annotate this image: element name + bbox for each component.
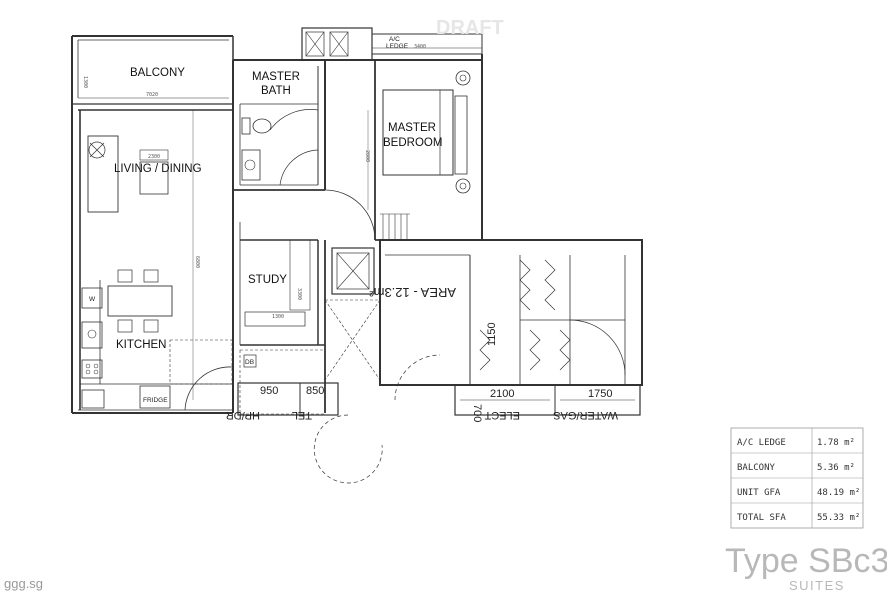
water-dim: 1750: [588, 388, 612, 400]
balcony-depth-dim: 1300: [82, 76, 88, 88]
study-depth-dim: 3300: [296, 288, 302, 300]
elect-dim: 2100: [490, 388, 514, 400]
ac-ledge-label-line1: A/C: [389, 36, 400, 43]
area-row-label: UNIT GFA: [737, 488, 781, 498]
ac-ledge-width-dim: 3400: [414, 44, 426, 50]
elect-depth-dim: 700: [471, 404, 483, 422]
area-row-label: A/C LEDGE: [737, 438, 786, 448]
elect-label: ELECT: [484, 409, 520, 421]
ac-ledge-label-line2: LEDGE: [386, 43, 409, 50]
master-bath-label-line2: BATH: [261, 85, 291, 97]
kitchen-label: KITCHEN: [116, 339, 166, 351]
unit-category: SUITES: [789, 578, 845, 593]
area-row-value: 5.36 m²: [817, 463, 855, 473]
tel-label: TEL: [292, 409, 312, 421]
area-row-label: TOTAL SFA: [737, 513, 786, 523]
site-credit: ggg.sg: [4, 576, 43, 591]
living-width-dim: 2300: [148, 154, 160, 160]
db-label: DB: [245, 359, 254, 366]
area-row-label: BALCONY: [737, 463, 776, 473]
living-depth-dim: 6800: [194, 256, 200, 268]
living-dining-label: LIVING / DINING: [114, 163, 202, 175]
area-row-value: 48.19 m²: [817, 488, 860, 498]
master-bedroom-label-line1: MASTER: [388, 122, 436, 134]
lobby-area-note: AREA - 12.3m²: [369, 285, 456, 300]
master-bedroom-label-line2: BEDROOM: [383, 137, 442, 149]
lobby-height-dim: 1150: [486, 322, 498, 346]
area-row-value: 1.78 m²: [817, 438, 855, 448]
study-label: STUDY: [248, 274, 287, 286]
fridge-label: FRIDGE: [143, 397, 168, 404]
balcony-label: BALCONY: [130, 67, 185, 79]
bedroom-depth-dim: 2800: [364, 150, 370, 162]
tel-dim: 850: [306, 385, 324, 397]
hp-dr-label: HP/DR: [226, 409, 260, 421]
area-table: A/C LEDGE 1.78 m² BALCONY 5.36 m² UNIT G…: [730, 427, 864, 529]
area-row-value: 55.33 m²: [817, 513, 860, 523]
hp-dr-dim: 950: [260, 385, 278, 397]
unit-type-title: Type SBc3: [725, 542, 887, 580]
draft-watermark: DRAFT: [436, 17, 504, 39]
washer-label: W: [89, 296, 96, 303]
balcony-width-dim: 7020: [146, 92, 158, 98]
master-bath-label-line1: MASTER: [252, 71, 300, 83]
study-width-dim: 1300: [272, 314, 284, 320]
water-label: WATER/GAS: [553, 409, 618, 421]
